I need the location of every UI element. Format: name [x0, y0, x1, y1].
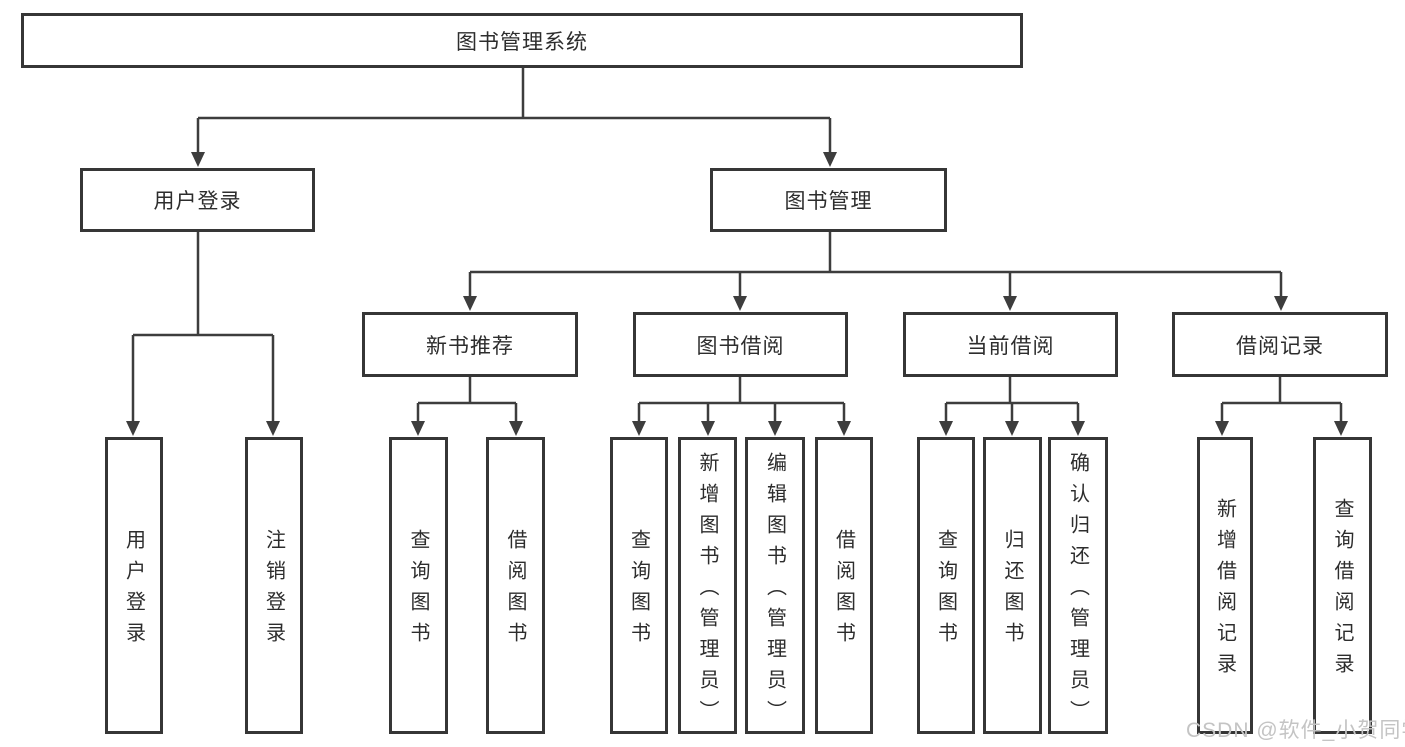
node-current-borrowing: 当前借阅 [903, 312, 1118, 377]
leaf-add-books-admin-label: 新增图书（管理员） [696, 451, 718, 731]
node-current-borrowing-label: 当前借阅 [966, 334, 1055, 358]
leaf-add-books-admin: 新增图书（管理员） [678, 437, 737, 734]
leaf-confirm-return-admin: 确认归还（管理员） [1048, 437, 1108, 734]
leaf-user-login: 用户登录 [105, 437, 163, 734]
node-borrowing-records: 借阅记录 [1172, 312, 1388, 377]
leaf-user-login-label: 用户登录 [122, 529, 145, 653]
node-root-system: 图书管理系统 [21, 13, 1023, 68]
arrowhead-group [126, 152, 1348, 436]
leaf-edit-books-admin-label: 编辑图书（管理员） [763, 451, 786, 731]
leaf-recommend-query-books-label: 查询图书 [407, 529, 429, 653]
leaf-recommend-query-books: 查询图书 [389, 437, 448, 734]
leaf-current-query-books-label: 查询图书 [934, 529, 957, 653]
leaf-borrowing-query-books-label: 查询图书 [627, 529, 650, 653]
leaf-logout-label: 注销登录 [262, 529, 285, 653]
leaf-return-books-label: 归还图书 [1001, 529, 1023, 653]
node-book-management-label: 图书管理 [784, 190, 873, 213]
node-user-login: 用户登录 [80, 168, 315, 232]
leaf-borrowing-query-books: 查询图书 [610, 437, 668, 734]
node-borrowing-records-label: 借阅记录 [1236, 334, 1324, 358]
leaf-add-borrow-record-label: 新增借阅记录 [1213, 498, 1236, 684]
leaf-add-borrow-record: 新增借阅记录 [1197, 437, 1253, 734]
leaf-recommend-borrow-books-label: 借阅图书 [504, 529, 526, 653]
node-user-login-label: 用户登录 [153, 190, 242, 213]
leaf-current-query-books: 查询图书 [917, 437, 975, 734]
leaf-query-borrow-record-label: 查询借阅记录 [1331, 498, 1353, 684]
leaf-edit-books-admin: 编辑图书（管理员） [745, 437, 805, 734]
connector-stroke-group [131, 68, 1343, 422]
node-book-management: 图书管理 [710, 168, 947, 232]
node-root-system-label: 图书管理系统 [456, 30, 588, 54]
node-book-borrowing-label: 图书借阅 [696, 334, 785, 358]
leaf-logout: 注销登录 [245, 437, 303, 734]
node-new-book-recommend: 新书推荐 [362, 312, 578, 377]
leaf-query-borrow-record: 查询借阅记录 [1313, 437, 1372, 734]
node-new-book-recommend-label: 新书推荐 [426, 334, 514, 358]
leaf-return-books: 归还图书 [983, 437, 1042, 734]
node-book-borrowing: 图书借阅 [633, 312, 848, 377]
leaf-recommend-borrow-books: 借阅图书 [486, 437, 545, 734]
leaf-borrow-books: 借阅图书 [815, 437, 873, 734]
leaf-confirm-return-admin-label: 确认归还（管理员） [1066, 451, 1089, 731]
leaf-borrow-books-label: 借阅图书 [832, 529, 855, 653]
